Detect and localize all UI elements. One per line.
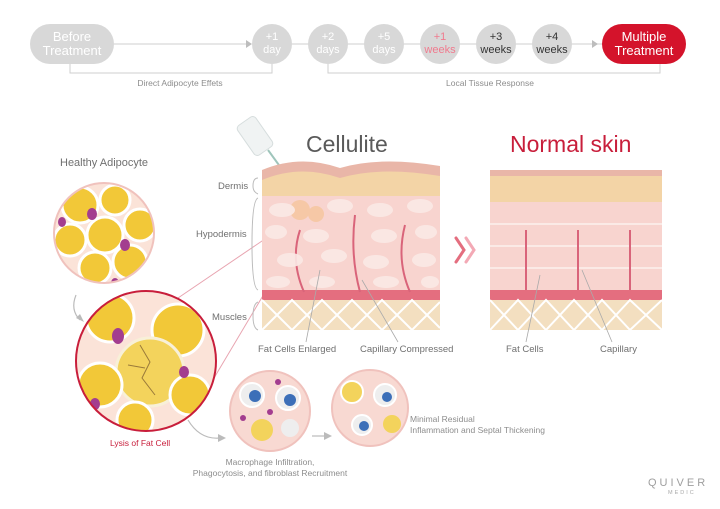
normal-skin-tissue <box>489 170 663 332</box>
capillary-compressed-label: Capillary Compressed <box>360 344 454 355</box>
normal-skin-title: Normal skin <box>510 131 632 157</box>
bracket-label-local: Local Tissue Response <box>446 78 534 88</box>
healthy-adipocyte <box>54 183 154 283</box>
brand-sub: MEDIC <box>668 490 696 496</box>
bracket-label-direct: Direct Adipocyte Effets <box>137 78 223 88</box>
muscles-label: Muscles <box>212 312 247 323</box>
lysis-of-fat-cell <box>76 291 216 431</box>
minimal-residual-inflammation <box>332 370 408 446</box>
cellulite-fat-pattern <box>265 199 439 288</box>
lysis-label: Lysis of Fat Cell <box>110 438 171 448</box>
capillary-label: Capillary <box>600 344 637 355</box>
healthy-adipocyte-label: Healthy Adipocyte <box>60 157 149 169</box>
arrow-chevrons <box>454 236 476 264</box>
macrophage-label: Macrophage Infiltration,Phagocytosis, an… <box>192 457 348 478</box>
fat-cells-label: Fat Cells <box>506 344 544 355</box>
hypodermis-label: Hypodermis <box>196 229 247 240</box>
macrophage-infiltration <box>230 371 310 451</box>
brand-name: QUIVER <box>648 477 709 489</box>
cellulite-tissue <box>261 161 441 332</box>
cellulite-title: Cellulite <box>306 131 388 157</box>
syringe <box>236 116 285 173</box>
dermis-label: Dermis <box>218 181 249 192</box>
fat-cells-enlarged-label: Fat Cells Enlarged <box>258 344 337 355</box>
